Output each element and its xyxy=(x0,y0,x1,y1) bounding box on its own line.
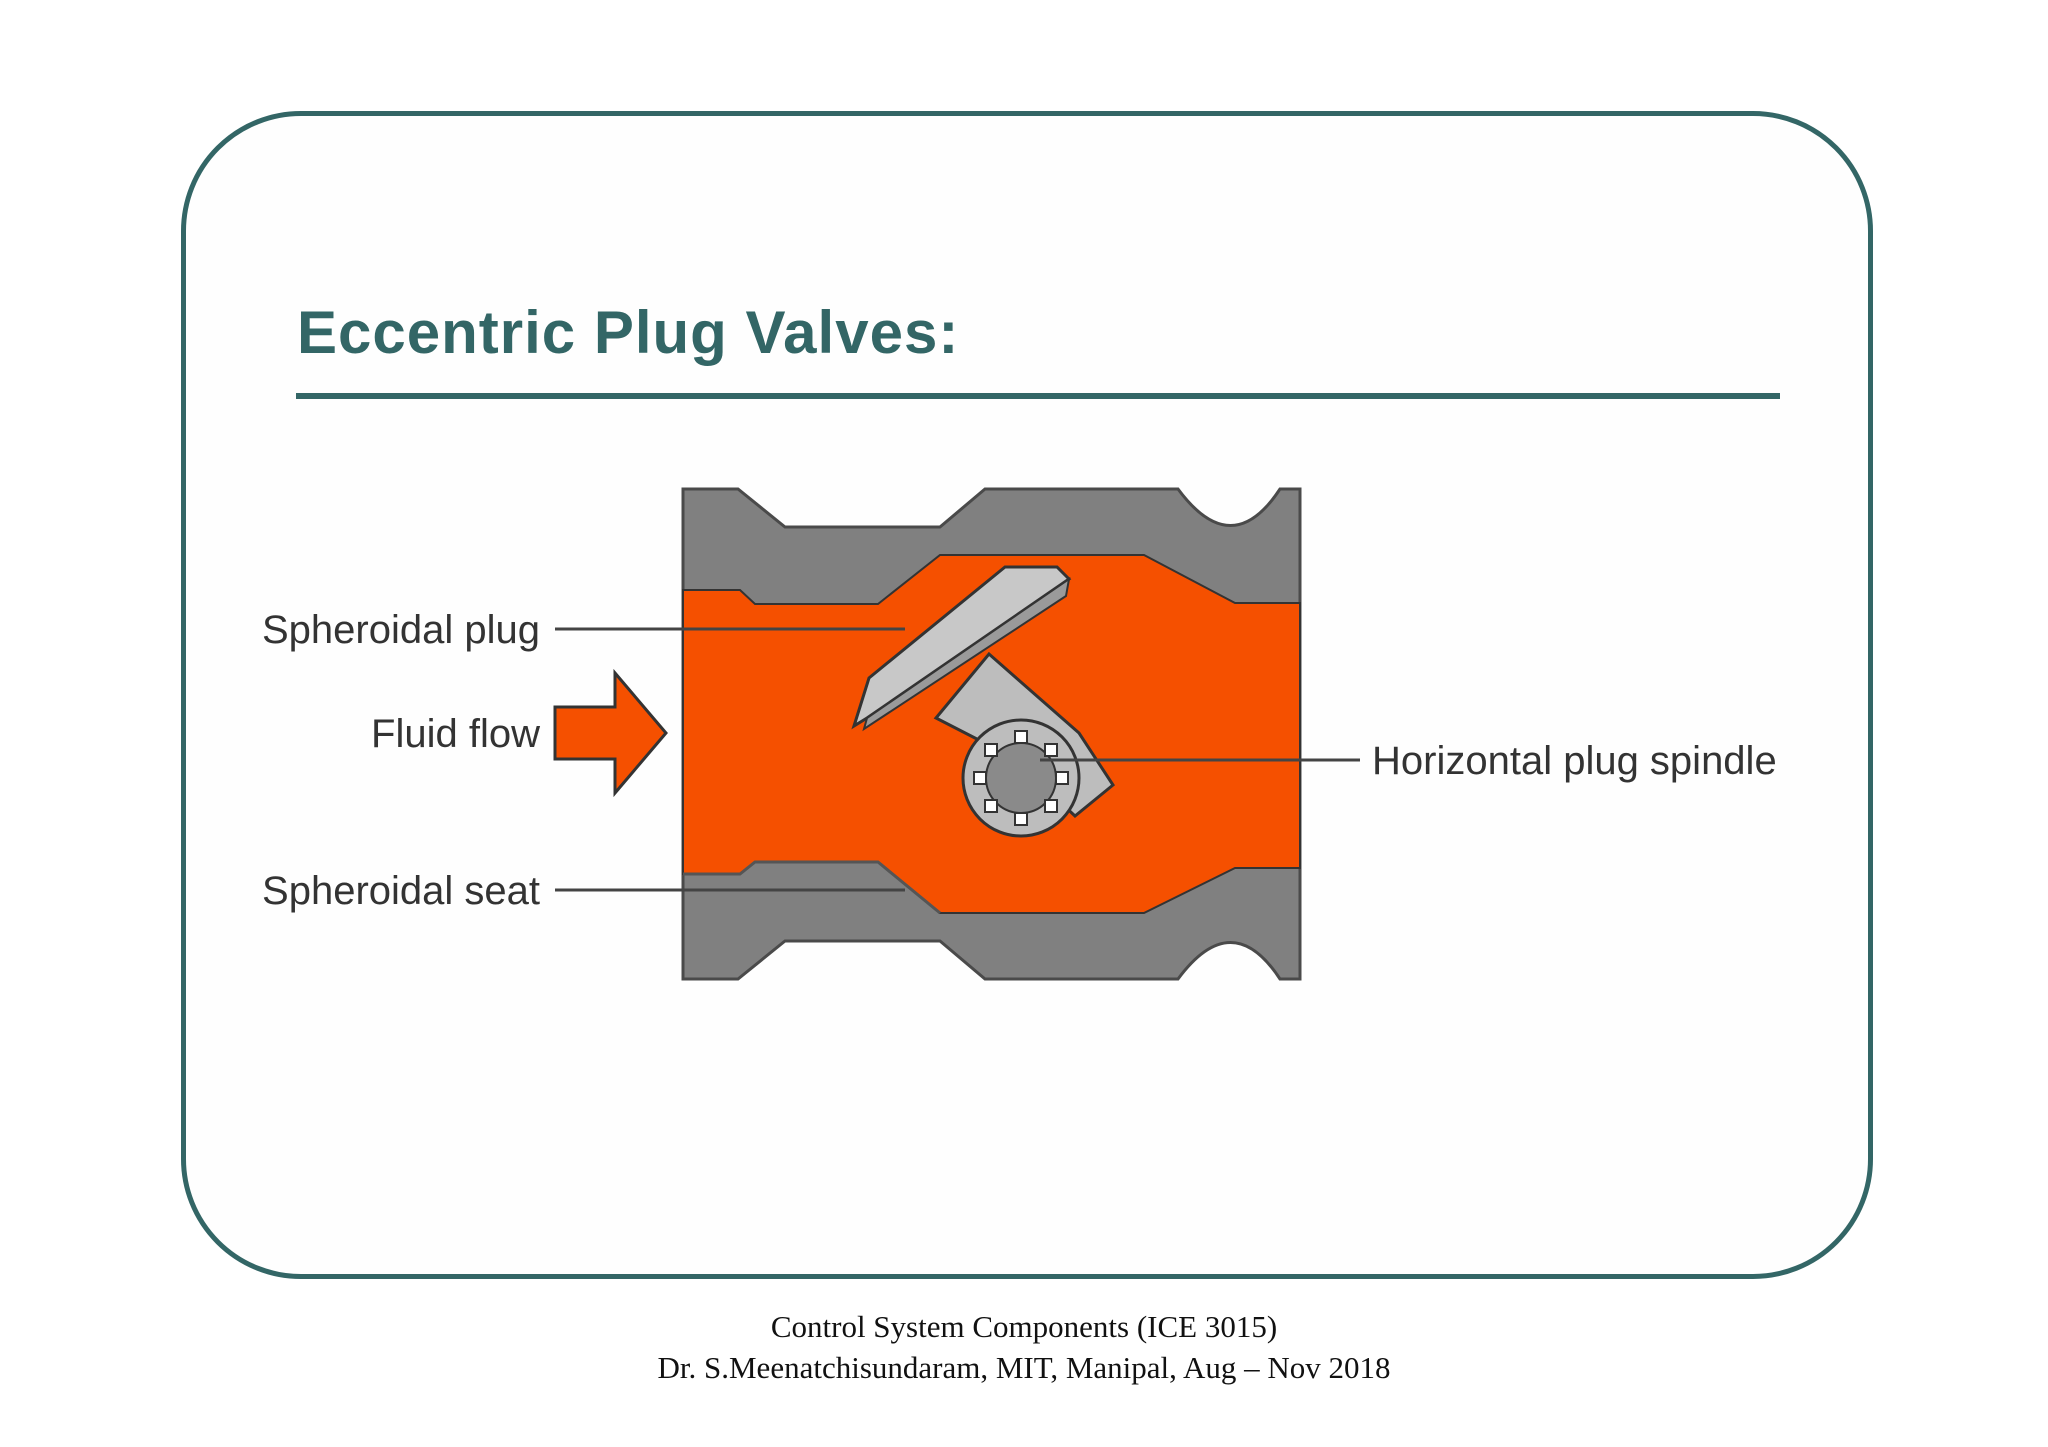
spindle-teeth xyxy=(973,730,1069,826)
spheroidal-plug-label: Spheroidal plug xyxy=(262,608,540,652)
horizontal-plug-spindle-label: Horizontal plug spindle xyxy=(1372,739,1777,783)
footer-author: Dr. S.Meenatchisundaram, MIT, Manipal, A… xyxy=(657,1350,1391,1385)
title-underline xyxy=(296,393,1780,399)
spheroidal-seat-label: Spheroidal seat xyxy=(262,869,540,913)
spheroidal-seat xyxy=(683,860,941,915)
footer-course: Control System Components (ICE 3015) xyxy=(770,1309,1278,1344)
slide-title: Eccentric Plug Valves: xyxy=(297,299,960,366)
spheroidal-plug-edge xyxy=(862,576,1071,732)
fluid-flow-arrow xyxy=(553,668,668,798)
fluid-flow-label: Fluid flow xyxy=(371,712,540,756)
